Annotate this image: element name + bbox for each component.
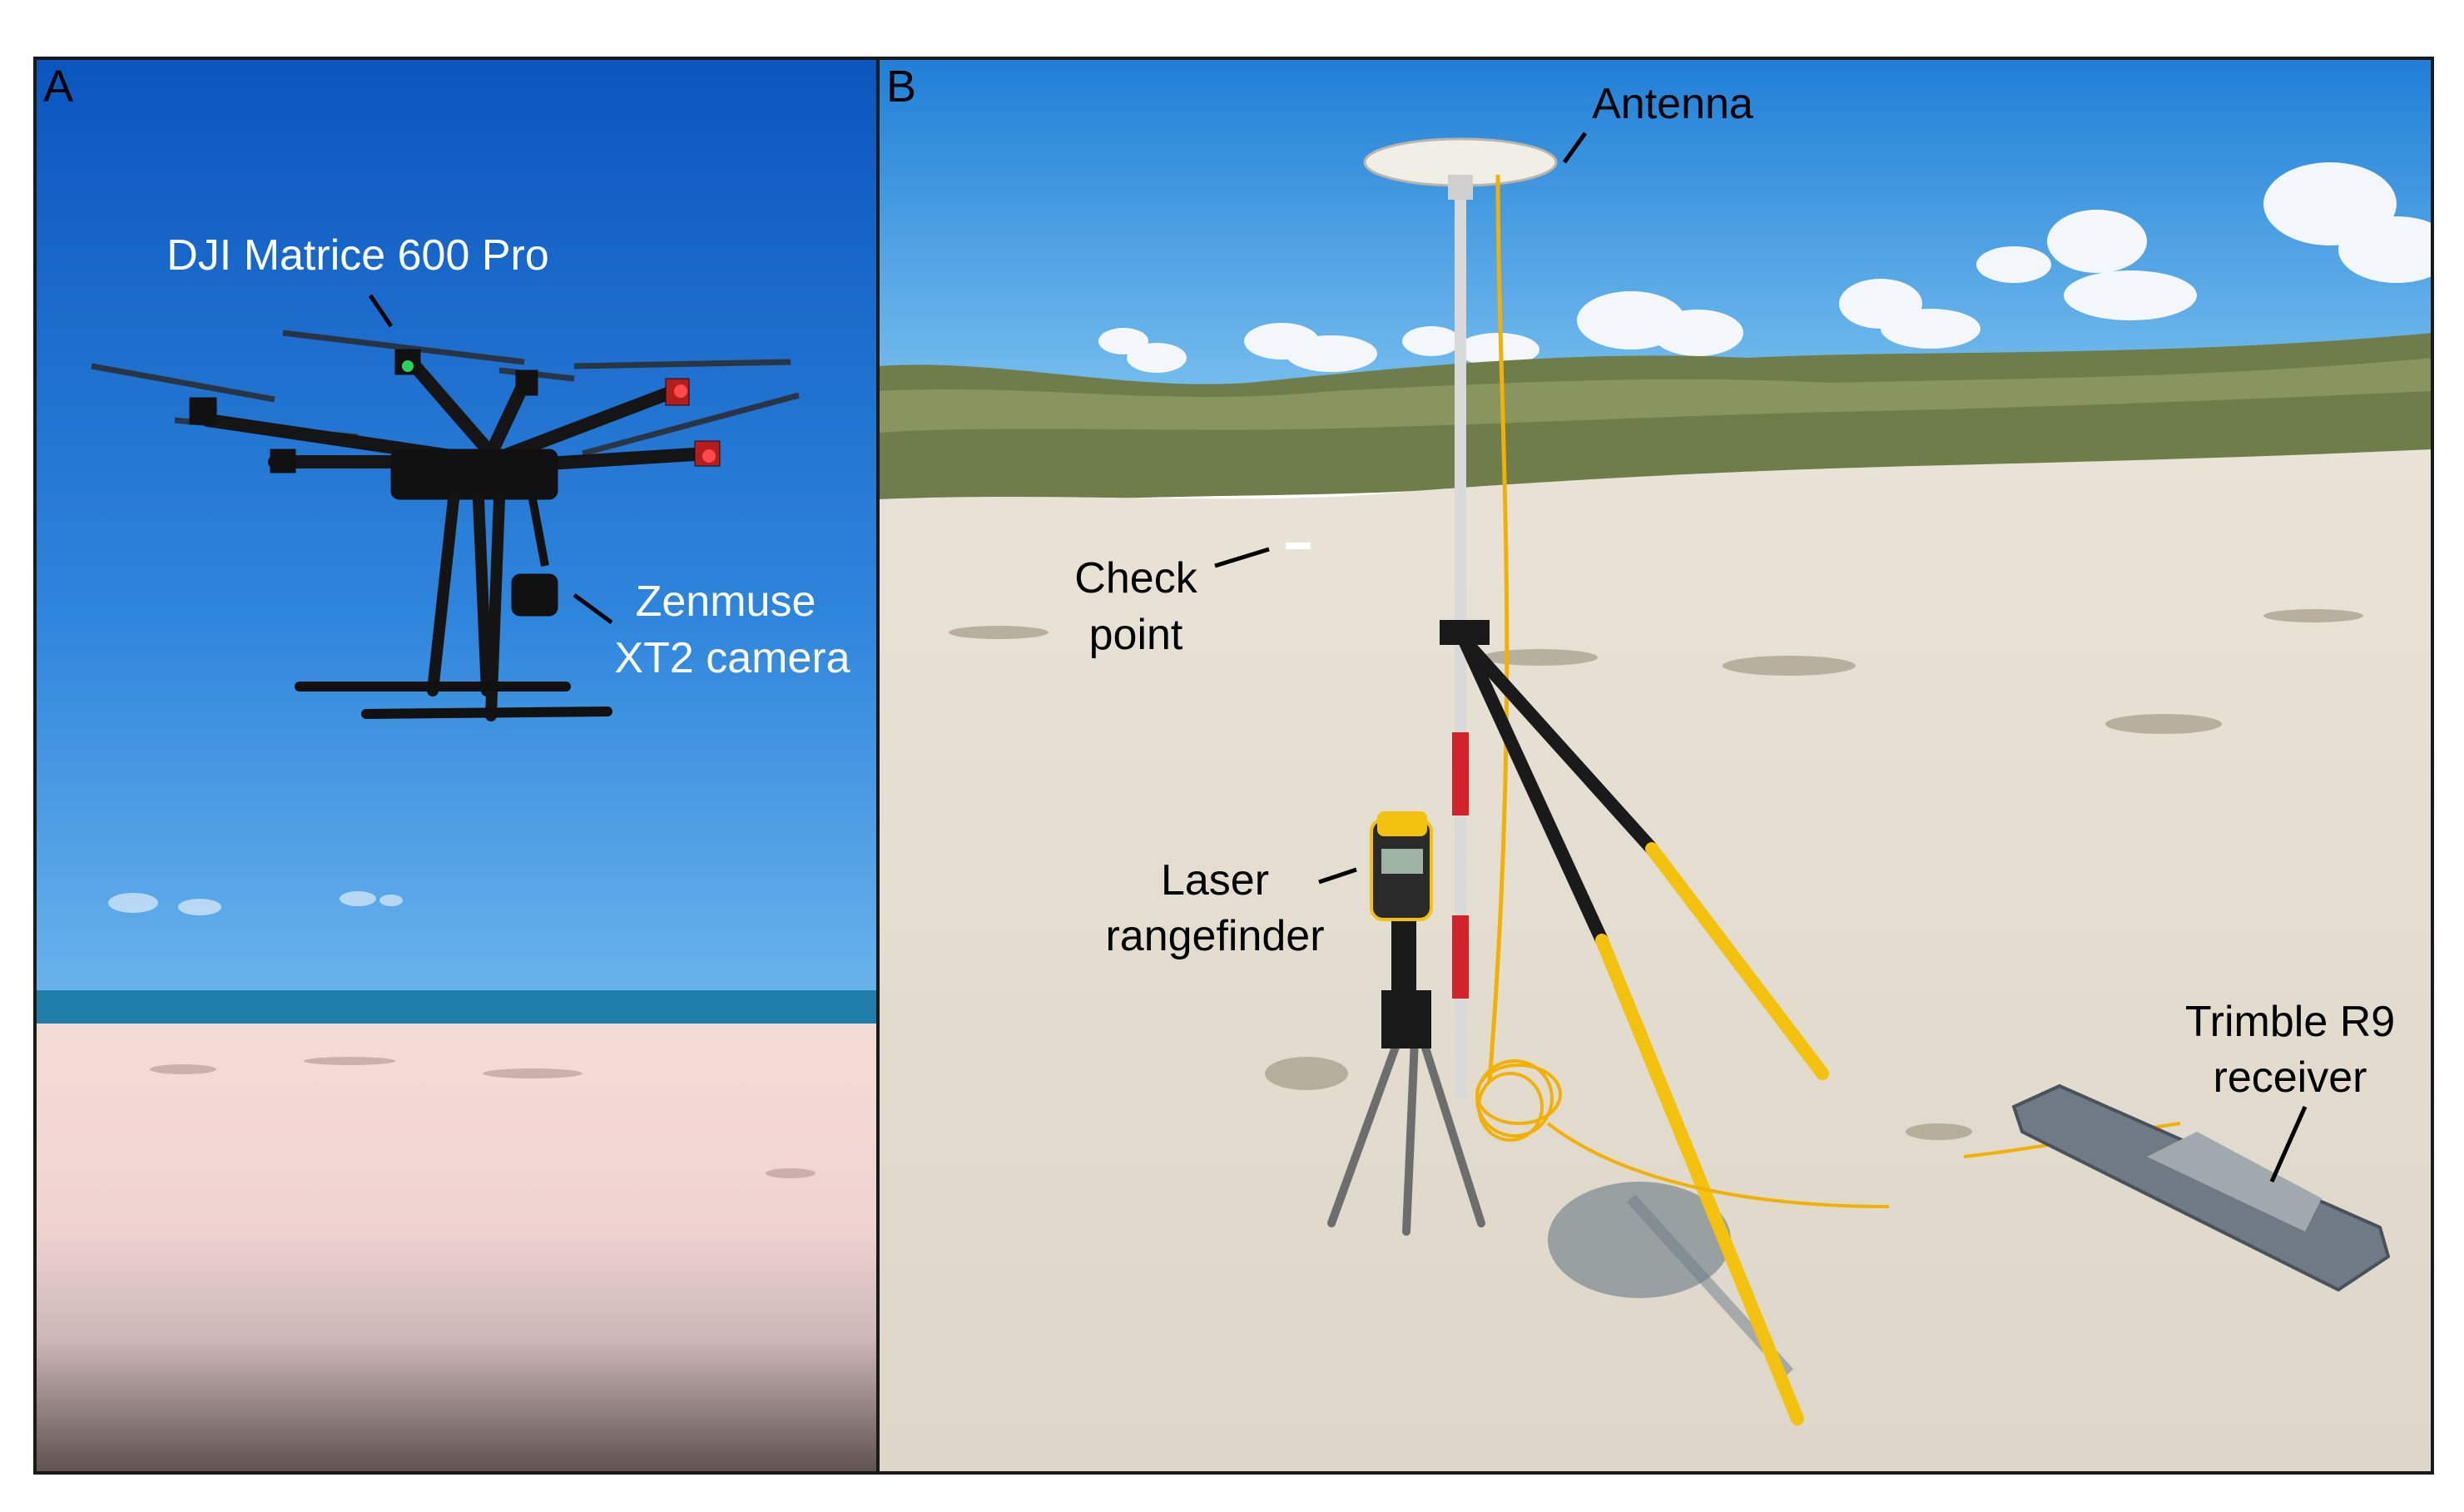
sea-a [35,990,878,1025]
panel-b: Antenna Check point Laser rangefinder Tr… [878,58,2432,1473]
label-laser-line2: rangefinder [1105,912,1324,960]
coiled-cable [1475,1059,2181,1208]
survey-pole [1363,137,1558,1098]
clouds-a [108,891,403,915]
sand-b [878,449,2432,1473]
label-checkpoint-line2: point [1089,611,1183,659]
sand-debris [949,609,2363,1140]
leader-line-checkpoint [1214,547,1270,568]
label-drone: DJI Matrice 600 Pro [166,231,549,280]
label-laser-line1: Laser [1161,856,1269,905]
beach-debris-a [150,1057,816,1178]
sand-a [35,1024,878,1473]
drone [91,330,800,721]
leader-line-laser [1318,867,1357,885]
checkpoint-marker [1286,543,1311,549]
yellow-tripod [1440,620,1829,1425]
camera-tripod [1327,1036,1485,1236]
label-receiver-line1: Trimble R9 [2185,998,2395,1046]
label-camera-line2: XT2 camera [614,634,850,682]
antenna-shadow [1548,1182,1731,1298]
label-antenna: Antenna [1592,80,1753,128]
panel-b-frame [876,57,2434,1475]
clouds-b [1098,162,2432,373]
panel-a: DJI Matrice 600 Pro Zenmuse XT2 camera A [35,58,878,1473]
leader-line-receiver [2269,1105,2308,1183]
label-receiver-line2: receiver [2214,1053,2367,1102]
label-checkpoint-line1: Check [1074,554,1197,602]
dune-grass-highlights [878,358,2432,433]
label-camera-line1: Zenmuse [636,578,816,626]
leader-line-camera [573,592,613,625]
sky-a [35,58,878,999]
leader-line-drone [368,294,394,328]
receiver-case [2011,1083,2391,1292]
panel-letter-b: B [886,62,916,112]
panel-letter-a: A [43,62,73,112]
leader-line-antenna [1562,131,1588,164]
